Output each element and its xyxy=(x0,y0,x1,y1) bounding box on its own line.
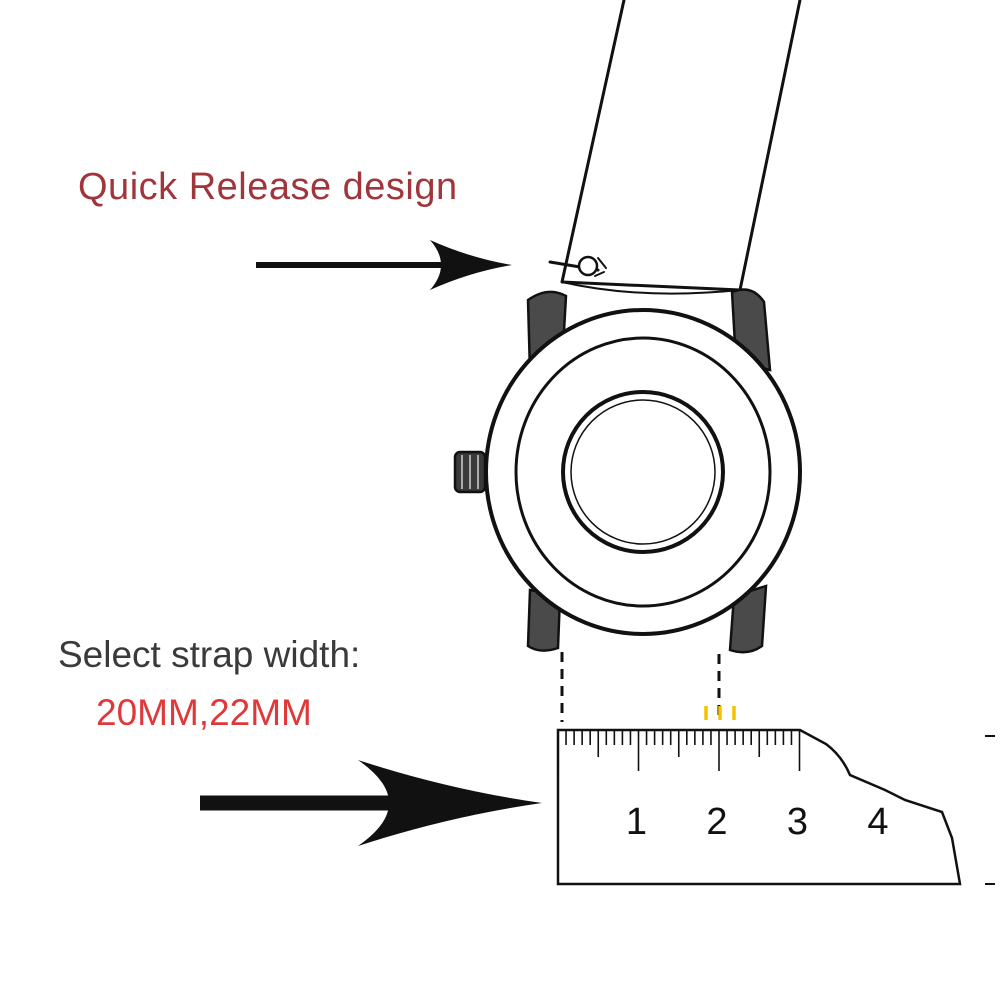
ruler-number: 4 xyxy=(867,801,888,843)
quick-release-label: Quick Release design xyxy=(78,166,458,208)
ruler-number: 3 xyxy=(787,801,808,843)
strap-sizes-label: 20MM,22MM xyxy=(96,692,312,733)
ruler-number: 2 xyxy=(706,801,727,843)
ruler-icon: 1 2 3 4 xyxy=(556,728,995,886)
ruler-number: 1 xyxy=(626,801,647,843)
ruler-numbers: 1 2 3 4 xyxy=(626,801,889,843)
select-width-label: Select strap width: xyxy=(58,634,361,675)
watch-icon xyxy=(453,288,802,654)
width-markers xyxy=(704,706,736,720)
watch-strap xyxy=(548,0,802,295)
arrow-right-icon xyxy=(200,760,542,846)
arrow-right-icon xyxy=(256,240,512,290)
width-guides xyxy=(560,652,721,722)
ruler-ticks xyxy=(557,731,801,771)
